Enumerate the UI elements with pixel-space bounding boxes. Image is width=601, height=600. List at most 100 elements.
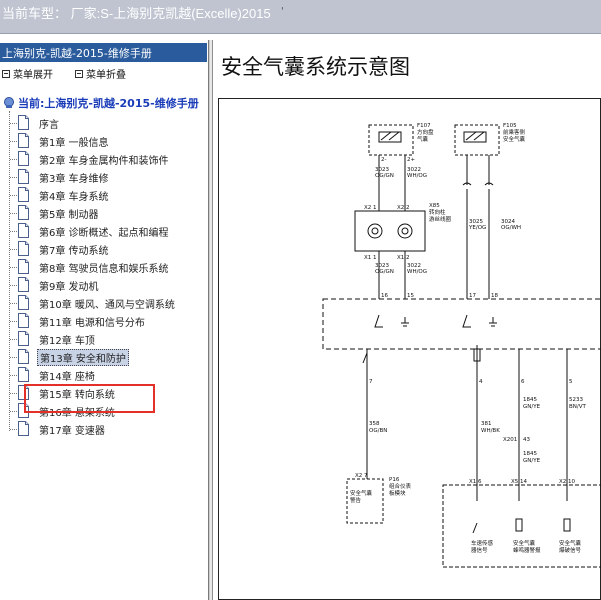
tree-connector <box>10 249 19 250</box>
svg-text:前乘客侧: 前乘客侧 <box>503 128 526 136</box>
sidebar: 上海别克-凯越-2015-维修手册 菜单展开 菜单折叠 当前:上海别克-凯越-2… <box>0 40 209 600</box>
document-icon <box>18 403 29 418</box>
svg-text:15: 15 <box>407 293 414 299</box>
svg-text:X1 1: X1 1 <box>364 255 377 261</box>
sdm-module-box <box>322 298 601 350</box>
document-icon <box>18 169 29 184</box>
svg-text:18: 18 <box>491 293 498 299</box>
tree-connector <box>10 411 19 412</box>
document-icon <box>18 295 29 310</box>
tree-connector <box>10 339 19 340</box>
svg-text:2-: 2- <box>381 157 386 163</box>
svg-text:16: 16 <box>381 293 388 299</box>
svg-text:381: 381 <box>481 421 492 427</box>
tree-connector <box>10 429 19 430</box>
document-icon <box>18 421 29 436</box>
document-icon <box>18 349 29 364</box>
svg-text:安全气囊: 安全气囊 <box>350 489 373 497</box>
expand-icon <box>2 69 10 78</box>
document-icon <box>18 115 29 130</box>
diagram-canvas: F107 方向盘 气囊 F105 前乘客侧 安全气囊 2- 2+ 3023 OG… <box>322 123 601 568</box>
svg-text:3022: 3022 <box>407 167 421 173</box>
svg-text:3022: 3022 <box>407 263 421 269</box>
svg-text:1845: 1845 <box>523 451 537 457</box>
tree-item-label: 第13章 安全和防护 <box>37 349 129 366</box>
x85-component <box>354 210 426 252</box>
svg-text:警告: 警告 <box>350 496 362 504</box>
document-icon <box>18 259 29 274</box>
svg-text:OG/BN: OG/BN <box>369 428 387 434</box>
document-icon <box>18 313 29 328</box>
svg-text:X2 2: X2 2 <box>397 205 410 211</box>
tree-connector <box>10 285 19 286</box>
svg-text:7: 7 <box>369 379 373 385</box>
svg-text:F105: F105 <box>503 123 517 129</box>
document-icon <box>18 133 29 148</box>
f107-element <box>378 131 402 143</box>
svg-text:X1 6: X1 6 <box>469 479 482 485</box>
tree-connector <box>10 159 19 160</box>
svg-text:YE/OG: YE/OG <box>468 225 486 231</box>
svg-text:5: 5 <box>569 379 573 385</box>
tree-item-label: 第10章 暖风、通风与空调系统 <box>39 300 175 311</box>
tree-connector <box>10 231 19 232</box>
tree-item-label: 第14章 座椅 <box>39 372 95 383</box>
svg-text:组合仪表: 组合仪表 <box>389 482 412 490</box>
tree-connector <box>10 195 19 196</box>
svg-text:OG/GN: OG/GN <box>375 269 394 275</box>
tree-connector <box>10 141 19 142</box>
svg-text:358: 358 <box>369 421 380 427</box>
svg-text:BN/VT: BN/VT <box>569 404 587 410</box>
expand-menu-button[interactable]: 菜单展开 <box>2 66 53 81</box>
svg-text:3023: 3023 <box>375 263 389 269</box>
ipc-module-box <box>442 484 601 568</box>
svg-text:X2 10: X2 10 <box>559 479 576 485</box>
document-icon <box>18 151 29 166</box>
svg-text:爆破信号: 爆破信号 <box>559 546 582 554</box>
tree-item-label: 第6章 诊断概述、起点和编程 <box>39 228 169 239</box>
svg-text:X5 14: X5 14 <box>511 479 528 485</box>
document-icon <box>18 187 29 202</box>
pane-splitter[interactable] <box>209 40 213 600</box>
svg-text:WH/OG: WH/OG <box>407 173 427 179</box>
collapse-menu-button[interactable]: 菜单折叠 <box>75 66 126 81</box>
tree-root-label: 当前:上海别克-凯越-2015-维修手册 <box>18 97 199 110</box>
document-icon <box>18 277 29 292</box>
tree-connector <box>10 303 19 304</box>
tree-item-label: 第9章 发动机 <box>39 282 99 293</box>
tree-item-label: 第4章 车身系统 <box>39 192 109 203</box>
svg-text:F107: F107 <box>417 123 431 129</box>
svg-text:3025: 3025 <box>469 219 483 225</box>
window-title: 当前车型： 厂家:S-上海别克凯越(Excelle)2015 <box>2 6 271 21</box>
svg-text:X2 7: X2 7 <box>355 473 368 479</box>
document-icon <box>18 367 29 382</box>
f105-component <box>454 124 500 156</box>
tree-item-label: 第17章 变速器 <box>39 426 105 437</box>
svg-text:OG/WH: OG/WH <box>501 225 521 231</box>
tree-item-label: 第12章 车顶 <box>39 336 95 347</box>
svg-text:3024: 3024 <box>501 219 515 225</box>
svg-text:5233: 5233 <box>569 397 583 403</box>
svg-text:X85: X85 <box>429 203 440 209</box>
tree-item-label: 第1章 一般信息 <box>39 138 109 149</box>
tree-item-label: 第11章 电源和信号分布 <box>39 318 145 329</box>
svg-text:P16: P16 <box>389 477 400 483</box>
f107-component <box>368 124 414 156</box>
svg-text:器信号: 器信号 <box>471 546 488 554</box>
tree-item-label: 第2章 车身金属构件和装饰件 <box>39 156 169 167</box>
svg-text:WH/BK: WH/BK <box>481 428 500 434</box>
manual-header: 上海别克-凯越-2015-维修手册 <box>0 43 207 62</box>
svg-text:OG/GN: OG/GN <box>375 173 394 179</box>
tree-item-label: 第5章 制动器 <box>39 210 99 221</box>
p16-component <box>346 478 384 524</box>
tree-root[interactable]: 当前:上海别克-凯越-2015-维修手册 <box>0 95 199 111</box>
document-icon <box>18 241 29 256</box>
svg-text:安全气囊: 安全气囊 <box>559 539 582 547</box>
svg-text:X1 2: X1 2 <box>397 255 410 261</box>
svg-text:方向盘: 方向盘 <box>417 128 434 136</box>
tree-connector <box>10 213 19 214</box>
svg-text:板模块: 板模块 <box>389 489 406 497</box>
sensor-resistor <box>473 348 481 362</box>
airbag-wiring-diagram: F107 方向盘 气囊 F105 前乘客侧 安全气囊 2- 2+ 3023 OG… <box>218 98 601 600</box>
tree-connector <box>10 177 19 178</box>
